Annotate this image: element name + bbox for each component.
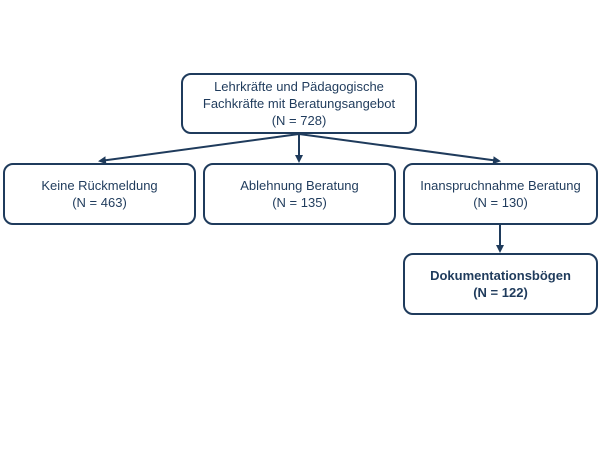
- node-label: Ablehnung Beratung: [240, 178, 359, 193]
- node-keine-rueckmeldung: Keine Rückmeldung (N = 463): [3, 163, 196, 225]
- node-label: Keine Rückmeldung: [41, 178, 158, 193]
- node-label: Inanspruchnahme Beratung: [420, 178, 581, 193]
- root-node-count: (N = 728): [271, 113, 327, 128]
- node-count: (N = 463): [72, 195, 127, 210]
- node-ablehnung-beratung: Ablehnung Beratung (N = 135): [203, 163, 396, 225]
- root-node-line1: Lehrkräfte und Pädagogische: [214, 79, 384, 94]
- root-node: Lehrkräfte und Pädagogische Fachkräfte m…: [181, 73, 417, 134]
- node-dokumentationsboegen: Dokumentationsbögen (N = 122): [403, 253, 598, 315]
- node-count: (N = 135): [272, 195, 327, 210]
- node-label: Dokumentationsbögen: [430, 268, 571, 283]
- node-inanspruchnahme-beratung: Inanspruchnahme Beratung (N = 130): [403, 163, 598, 225]
- node-count: (N = 130): [473, 195, 528, 210]
- root-node-line2: Fachkräfte mit Beratungsangebot: [202, 96, 396, 111]
- arrow-root-to-keine-rueckmeldung: [98, 133, 300, 165]
- node-count: (N = 122): [473, 285, 528, 300]
- arrow-root-to-inanspruchnahme: [298, 133, 501, 165]
